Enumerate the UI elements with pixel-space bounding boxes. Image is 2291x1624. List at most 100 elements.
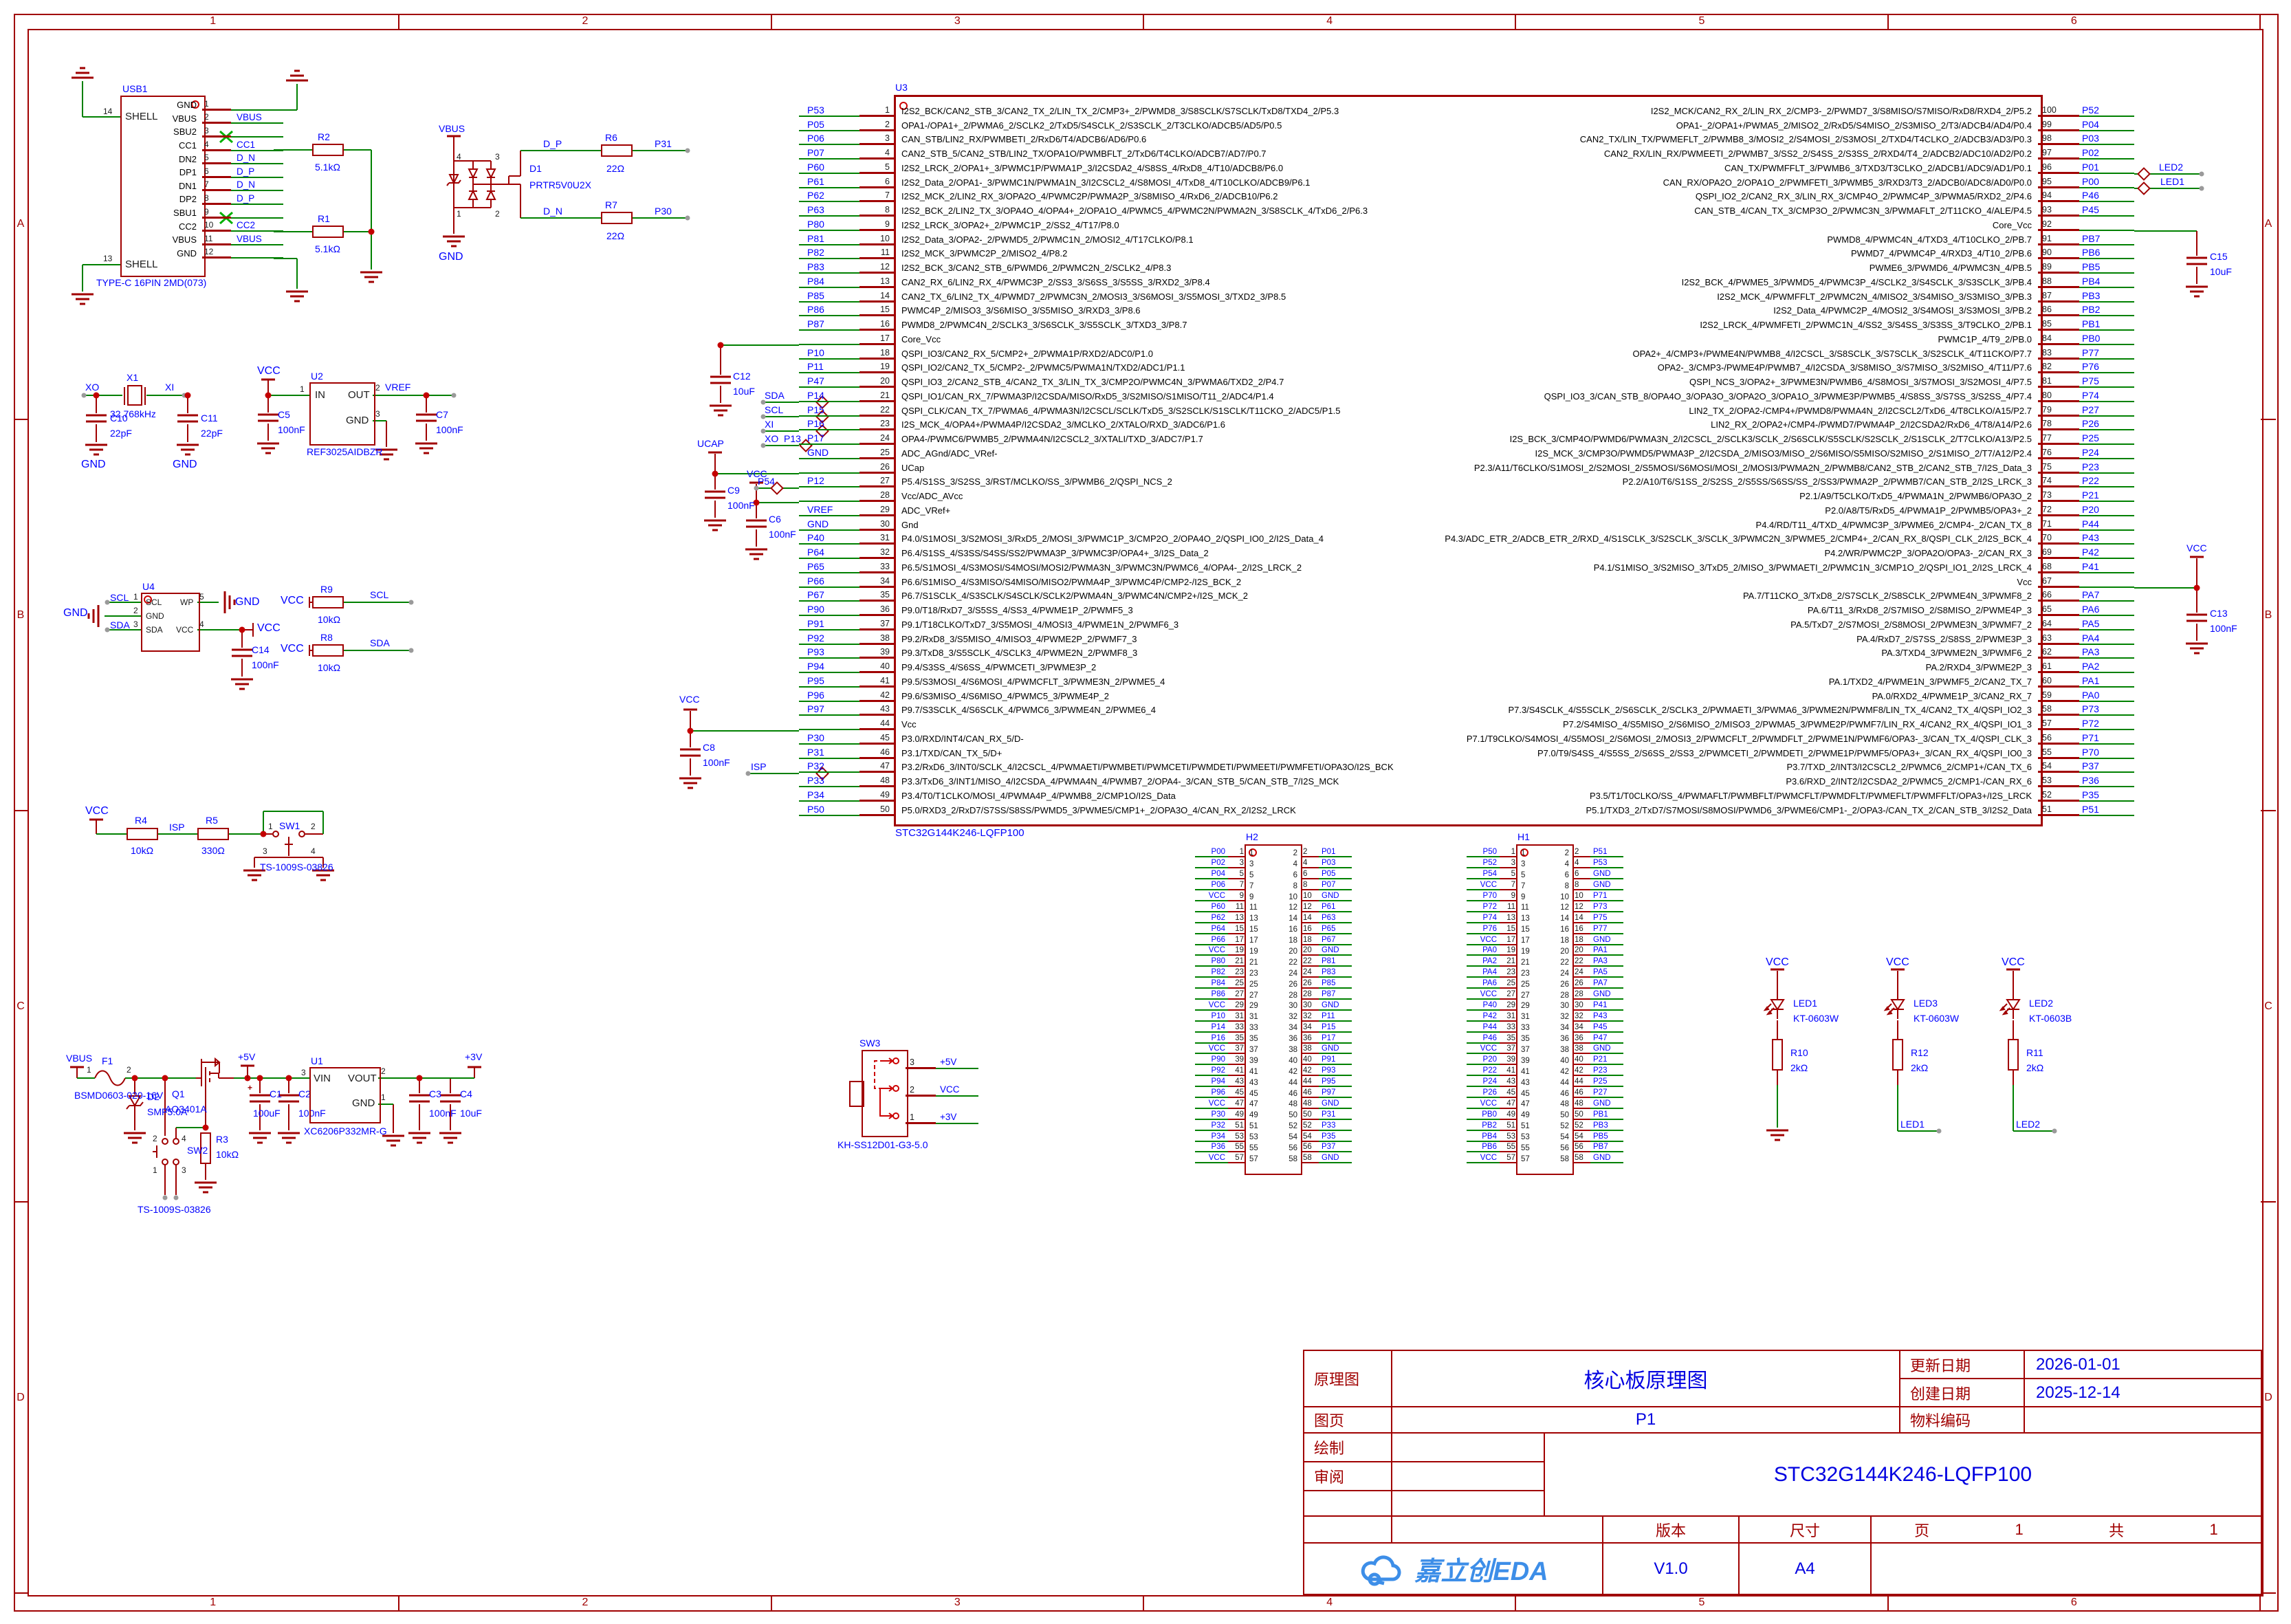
- r9-value[interactable]: 10kΩ: [318, 614, 341, 625]
- header-net-left[interactable]: P50: [1467, 848, 1500, 858]
- mcu-net-label[interactable]: P40: [799, 533, 859, 545]
- c9-value[interactable]: 100nF: [727, 500, 755, 511]
- header-net-right[interactable]: GND: [1590, 990, 1623, 1000]
- mcu-net-label[interactable]: P06: [799, 133, 859, 146]
- header-net-right[interactable]: GND: [1319, 1001, 1352, 1011]
- header-row[interactable]: VCC 9 9 10 10 GND: [1195, 892, 1352, 903]
- mcu-pin-row[interactable]: I2S2_Data_4/PWMC2P_4/MOSI2_3/S4MOSI_3/S3…: [963, 304, 2134, 318]
- usb-pin-row[interactable]: CC1 4 CC1: [125, 139, 283, 153]
- header-net-left[interactable]: VCC: [1195, 892, 1228, 901]
- sw3-pin-row[interactable]: 1 +3V: [906, 1104, 978, 1132]
- mcu-net-label[interactable]: P51: [2079, 804, 2134, 816]
- xi-net-label[interactable]: XI: [165, 382, 175, 393]
- header-net-left[interactable]: P90: [1195, 1056, 1228, 1066]
- header-net-left[interactable]: VCC: [1467, 1045, 1500, 1055]
- mcu-pin-row[interactable]: P2.0/A8/T5/RxD5_4/PWMA1P_2/PWMB5/OPA3+_2…: [963, 503, 2134, 518]
- header-row[interactable]: P52 3 3 4 4 P53: [1467, 859, 1623, 870]
- c6-refdes[interactable]: C6: [769, 514, 781, 525]
- p30-net-label[interactable]: P30: [655, 206, 672, 217]
- usb-pin-net-label[interactable]: VBUS: [231, 113, 283, 124]
- usb-pin-net-label[interactable]: D_P: [231, 194, 283, 205]
- x1-refdes[interactable]: X1: [127, 372, 139, 383]
- mcu-net-label[interactable]: P34: [799, 790, 859, 802]
- led3-vcc-label[interactable]: VCC: [1886, 956, 1909, 968]
- header-row[interactable]: P22 41 41 42 42 P23: [1467, 1066, 1623, 1077]
- header-net-left[interactable]: P16: [1195, 1034, 1228, 1044]
- create-date-value[interactable]: 2025-12-14: [2024, 1378, 2262, 1407]
- mcu-net-label[interactable]: P61: [799, 177, 859, 188]
- mcu-pin-row[interactable]: CAN_RX/OPA2O_2/OPA1O_2/PWMFETI_3/PWMB5_3…: [963, 175, 2134, 190]
- mcu-net-label[interactable]: [2079, 576, 2134, 588]
- version-value[interactable]: V1.0: [1602, 1542, 1740, 1595]
- mcu-net-label[interactable]: P03: [2079, 133, 2134, 146]
- aux-p13-label[interactable]: P13: [784, 433, 801, 444]
- header-net-right[interactable]: GND: [1319, 947, 1352, 956]
- c14-refdes[interactable]: C14: [252, 644, 270, 655]
- c5-refdes[interactable]: C5: [278, 409, 290, 420]
- header-net-right[interactable]: PB5: [1590, 1132, 1623, 1142]
- header-row[interactable]: P32 51 51 52 52 P33: [1195, 1121, 1352, 1132]
- dn-net-label[interactable]: D_N: [543, 206, 563, 217]
- header-net-left[interactable]: P52: [1467, 859, 1500, 869]
- mcu-pin-row[interactable]: P91 37 P9.1/T18CLKO/TxD7_3/S5MOSI_4/MOSI…: [799, 617, 1394, 632]
- sw2-part[interactable]: TS-1009S-03826: [138, 1204, 211, 1215]
- mcu-net-label[interactable]: P86: [799, 305, 859, 317]
- u2-body[interactable]: [309, 382, 375, 446]
- header-net-right[interactable]: P15: [1319, 1023, 1352, 1033]
- u4-scl-net[interactable]: SCL: [110, 592, 129, 603]
- header-row[interactable]: VCC 57 57 58 58 GND: [1195, 1154, 1352, 1165]
- r1-value[interactable]: 5.1kΩ: [315, 243, 340, 254]
- header-row[interactable]: P40 29 29 30 30 P41: [1467, 1000, 1623, 1011]
- usb-pin-net-label[interactable]: [231, 127, 283, 138]
- q1-refdes[interactable]: Q1: [172, 1088, 185, 1099]
- r9-scl-net[interactable]: SCL: [370, 589, 389, 600]
- mcu-pin-row[interactable]: P47 20 QSPI_IO3_2/CAN2_STB_4/CAN2_TX_3/L…: [799, 375, 1394, 389]
- mcu-net-label[interactable]: P26: [2079, 419, 2134, 431]
- mcu-net-label[interactable]: P85: [799, 291, 859, 303]
- header-row[interactable]: P60 11 11 12 12 P61: [1195, 902, 1352, 913]
- mcu-pin-row[interactable]: P4.1/S1MISO_3/S2MISO_3/TxD5_2/MISO_3/PWM…: [963, 560, 2134, 575]
- header-net-left[interactable]: VCC: [1467, 990, 1500, 1000]
- d1-refdes[interactable]: D1: [529, 163, 542, 174]
- r6-refdes[interactable]: R6: [605, 132, 617, 143]
- mcu-pin-row[interactable]: OPA2+_4/CMP3+/PWME4N/PWMB8_4/I2CSCL_3/S8…: [963, 347, 2134, 361]
- r9-refdes[interactable]: R9: [320, 584, 333, 595]
- led3-part[interactable]: KT-0603W: [1914, 1013, 1960, 1024]
- mcu-pin-row[interactable]: P40 31 P4.0/S1MOSI_3/S2MOSI_3/RxD5_2/MOS…: [799, 532, 1394, 547]
- mcu-pin-row[interactable]: P86 15 PWMC4P_2/MISO3_3/S6MISO_3/S5MISO_…: [799, 304, 1394, 318]
- r2-refdes[interactable]: R2: [318, 131, 330, 142]
- header-net-right[interactable]: P53: [1590, 859, 1623, 869]
- mcu-pin-row[interactable]: P83 12 I2S2_BCK_3/CAN2_STB_6/PWMD6_2/PWM…: [799, 261, 1394, 275]
- header-net-right[interactable]: GND: [1590, 1099, 1623, 1109]
- mcu-net-label[interactable]: P71: [2079, 733, 2134, 745]
- mcu-pin-row[interactable]: P64 32 P6.4/S1SS_4/S3SS/S4SS/SS2/PWMA3P_…: [799, 546, 1394, 560]
- mcu-net-label[interactable]: P14: [799, 391, 859, 402]
- mcu-net-label[interactable]: PA3: [2079, 647, 2134, 659]
- mcu-net-label[interactable]: P70: [2079, 747, 2134, 759]
- mcu-net-label[interactable]: P91: [799, 619, 859, 630]
- header-row[interactable]: P90 39 39 40 40 P91: [1195, 1055, 1352, 1066]
- mcu-net-label[interactable]: P80: [799, 219, 859, 231]
- header-net-left[interactable]: P86: [1195, 990, 1228, 1000]
- header-net-left[interactable]: P66: [1195, 936, 1228, 945]
- header-net-right[interactable]: GND: [1319, 1099, 1352, 1109]
- header-row[interactable]: VCC 7 7 8 8 GND: [1467, 881, 1623, 892]
- header-net-right[interactable]: P93: [1319, 1067, 1352, 1077]
- mcu-net-label[interactable]: P12: [799, 476, 859, 488]
- header-net-right[interactable]: GND: [1590, 1045, 1623, 1055]
- r1-refdes[interactable]: R1: [318, 213, 330, 224]
- c2-refdes[interactable]: C2: [298, 1088, 311, 1099]
- mcu-pin-row[interactable]: P7.3/S4SCLK_4/S5SCLK_2/S6SCLK_2/SCLK3_2/…: [963, 703, 2134, 718]
- isp-net-label[interactable]: ISP: [169, 822, 185, 833]
- u4-gnd-left[interactable]: GND: [63, 607, 88, 619]
- mcu-pin-row[interactable]: P82 11 I2S2_MCK_3/PWMC2P_2/MISO2_4/P8.2: [799, 247, 1394, 261]
- header-row[interactable]: P20 39 39 40 40 P21: [1467, 1055, 1623, 1066]
- u4-gnd-right[interactable]: GND: [235, 596, 260, 608]
- mcu-pin-row[interactable]: I2S2_BCK_4/PWME5_3/PWMD5_4/PWMC3P_4/SCLK…: [963, 275, 2134, 289]
- sw1-vcc-label[interactable]: VCC: [85, 805, 109, 817]
- mcu-net-label[interactable]: VREF: [799, 505, 859, 516]
- mcu-net-label[interactable]: P65: [799, 562, 859, 573]
- usb-pin-row[interactable]: GND 1: [125, 98, 283, 112]
- header-row[interactable]: VCC 29 29 30 30 GND: [1195, 1000, 1352, 1011]
- header-net-right[interactable]: P11: [1319, 1012, 1352, 1022]
